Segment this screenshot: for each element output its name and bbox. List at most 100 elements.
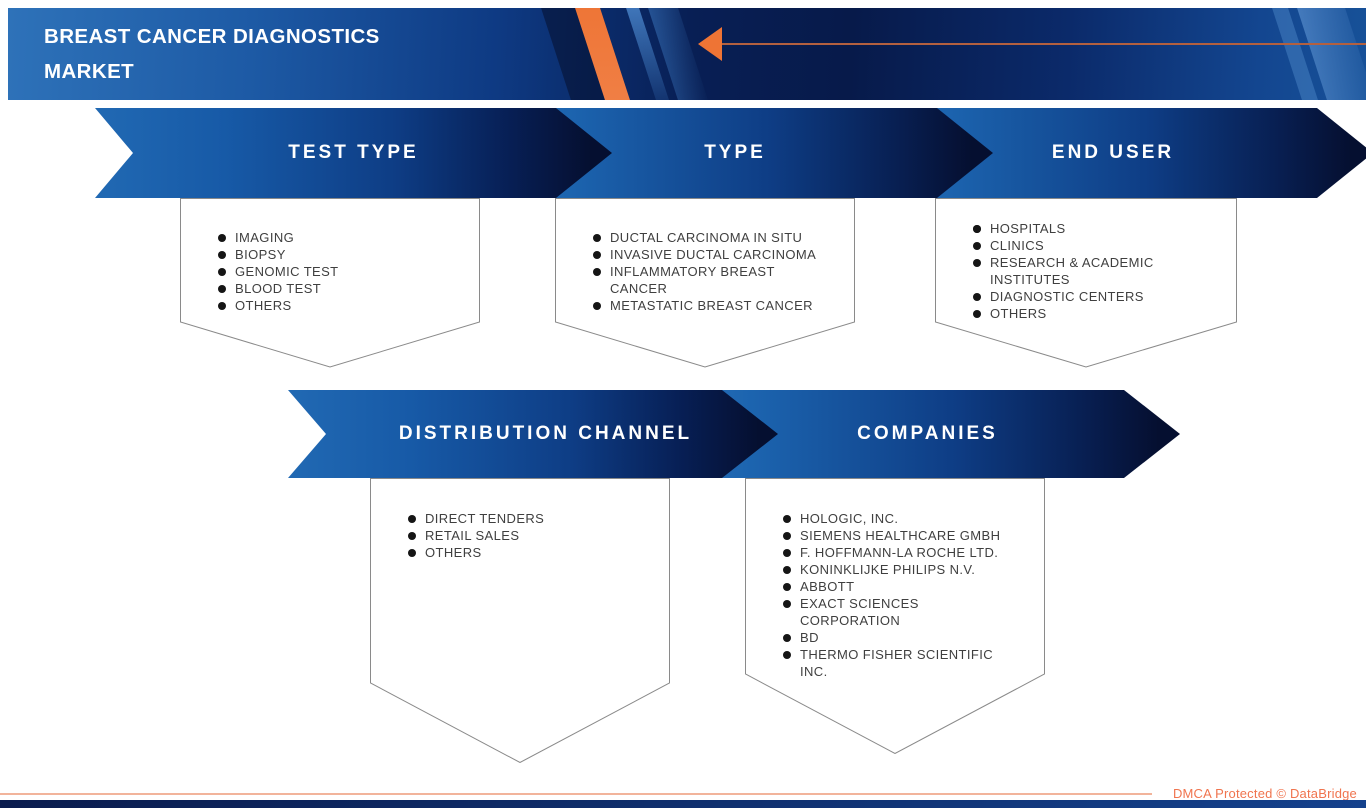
bullet-icon [593, 267, 601, 276]
list-item-label: METASTATIC BREAST CANCER [610, 298, 813, 313]
list-item: THERMO FISHER SCIENTIFIC INC. [783, 646, 1031, 680]
bullet-icon [218, 233, 226, 242]
banner-label: DISTRIBUTION CHANNEL [398, 423, 693, 444]
panel-test-type: IMAGING BIOPSY GENOMIC TEST BLOOD TEST OTHER… [180, 198, 480, 368]
bullet-icon [218, 267, 226, 276]
bullet-icon [973, 241, 981, 250]
panel-outline [745, 478, 1045, 754]
list-item: CLINICS [973, 237, 1223, 254]
banner-label: END USER [1051, 142, 1175, 163]
list-item: OTHERS [218, 297, 466, 314]
item-list: IMAGING BIOPSY GENOMIC TEST BLOOD TEST OTHER… [218, 229, 466, 314]
bullet-icon [973, 292, 981, 301]
bullet-icon [593, 250, 601, 259]
list-item-label: BLOOD TEST [235, 281, 322, 296]
list-item-label: BD [800, 630, 819, 645]
list-item: INFLAMMATORY BREAST CANCER [593, 263, 841, 297]
bullet-icon [408, 548, 416, 557]
list-item-label: DUCTAL CARCINOMA IN SITU [610, 230, 803, 245]
list-item-label: ABBOTT [800, 579, 855, 594]
bullet-icon [783, 650, 791, 659]
bullet-icon [218, 284, 226, 293]
list-item-label: GENOMIC TEST [235, 264, 339, 279]
dmca-watermark: DMCA Protected © DataBridge [1172, 786, 1357, 801]
list-item-label: BIOPSY [235, 247, 286, 262]
list-item: HOSPITALS [973, 220, 1223, 237]
item-list: HOLOGIC, INC. SIEMENS HEALTHCARE GMBH F. H… [783, 510, 1031, 680]
list-item: OTHERS [973, 305, 1223, 322]
panel-distribution-channel: DIRECT TENDERS RETAIL SALES OTHERS [370, 478, 670, 763]
bullet-icon [593, 301, 601, 310]
panel-outline [180, 198, 480, 368]
bullet-icon [783, 633, 791, 642]
list-item: BIOPSY [218, 246, 466, 263]
list-item: KONINKLIJKE PHILIPS N.V. [783, 561, 1031, 578]
list-item-label: CLINICS [990, 238, 1045, 253]
list-item-label: THERMO FISHER SCIENTIFIC INC. [800, 647, 994, 679]
panel-outline [370, 478, 670, 763]
list-item: HOLOGIC, INC. [783, 510, 1031, 527]
list-item: DUCTAL CARCINOMA IN SITU [593, 229, 841, 246]
bullet-icon [783, 531, 791, 540]
list-item-label: F. HOFFMANN-LA ROCHE LTD. [800, 545, 999, 560]
bullet-icon [593, 233, 601, 242]
list-item-label: RETAIL SALES [425, 528, 520, 543]
list-item: ABBOTT [783, 578, 1031, 595]
banner-label: TYPE [704, 142, 766, 163]
list-item-label: OTHERS [235, 298, 292, 313]
panel-companies: HOLOGIC, INC. SIEMENS HEALTHCARE GMBH F. H… [745, 478, 1045, 754]
list-item: BD [783, 629, 1031, 646]
list-item: RESEARCH & ACADEMIC INSTITUTES [973, 254, 1223, 288]
panel-type: DUCTAL CARCINOMA IN SITU INVASIVE DUCTAL … [555, 198, 855, 368]
list-item-label: IMAGING [235, 230, 295, 245]
list-item-label: OTHERS [990, 306, 1047, 321]
page-title: BREAST CANCER DIAGNOSTICS MARKET [44, 25, 380, 83]
bullet-icon [783, 548, 791, 557]
bullet-icon [408, 514, 416, 523]
list-item-label: DIAGNOSTIC CENTERS [990, 289, 1144, 304]
bottom-brand-bar [0, 800, 1366, 808]
list-item: EXACT SCIENCES CORPORATION [783, 595, 1031, 629]
list-item-label: OTHERS [425, 545, 482, 560]
arrow-line [721, 43, 1366, 45]
item-list: DIRECT TENDERS RETAIL SALES OTHERS [408, 510, 656, 561]
list-item: BLOOD TEST [218, 280, 466, 297]
list-item-label: RESEARCH & ACADEMIC INSTITUTES [990, 255, 1154, 287]
list-item: IMAGING [218, 229, 466, 246]
bullet-icon [973, 224, 981, 233]
arrow-left-icon [698, 27, 722, 61]
bullet-icon [218, 301, 226, 310]
list-item-label: KONINKLIJKE PHILIPS N.V. [800, 562, 976, 577]
list-item-label: HOLOGIC, INC. [800, 511, 899, 526]
banner-label: COMPANIES [857, 423, 998, 444]
item-list: DUCTAL CARCINOMA IN SITU INVASIVE DUCTAL … [593, 229, 841, 314]
panel-end-user: HOSPITALS CLINICS RESEARCH & ACADEMIC INST… [935, 198, 1237, 368]
list-item: GENOMIC TEST [218, 263, 466, 280]
bullet-icon [783, 599, 791, 608]
list-item: DIRECT TENDERS [408, 510, 656, 527]
banner-label: TEST TYPE [288, 142, 419, 163]
list-item-label: DIRECT TENDERS [425, 511, 545, 526]
list-item-label: HOSPITALS [990, 221, 1066, 236]
list-item-label: SIEMENS HEALTHCARE GMBH [800, 528, 1001, 543]
list-item-label: INVASIVE DUCTAL CARCINOMA [610, 247, 817, 262]
banner-distribution-channel: DISTRIBUTION CHANNEL [288, 390, 778, 478]
list-item-label: EXACT SCIENCES CORPORATION [800, 596, 919, 628]
footer-divider-line [0, 793, 1152, 795]
list-item: DIAGNOSTIC CENTERS [973, 288, 1223, 305]
bullet-icon [218, 250, 226, 259]
bullet-icon [973, 309, 981, 318]
panel-outline [935, 198, 1237, 368]
bullet-icon [408, 531, 416, 540]
bullet-icon [783, 582, 791, 591]
list-item: RETAIL SALES [408, 527, 656, 544]
bullet-icon [783, 514, 791, 523]
list-item: F. HOFFMANN-LA ROCHE LTD. [783, 544, 1031, 561]
panel-outline [555, 198, 855, 368]
list-item: METASTATIC BREAST CANCER [593, 297, 841, 314]
list-item-label: INFLAMMATORY BREAST CANCER [610, 264, 775, 296]
header-banner: BREAST CANCER DIAGNOSTICS MARKET [8, 8, 1366, 100]
list-item: INVASIVE DUCTAL CARCINOMA [593, 246, 841, 263]
list-item: OTHERS [408, 544, 656, 561]
